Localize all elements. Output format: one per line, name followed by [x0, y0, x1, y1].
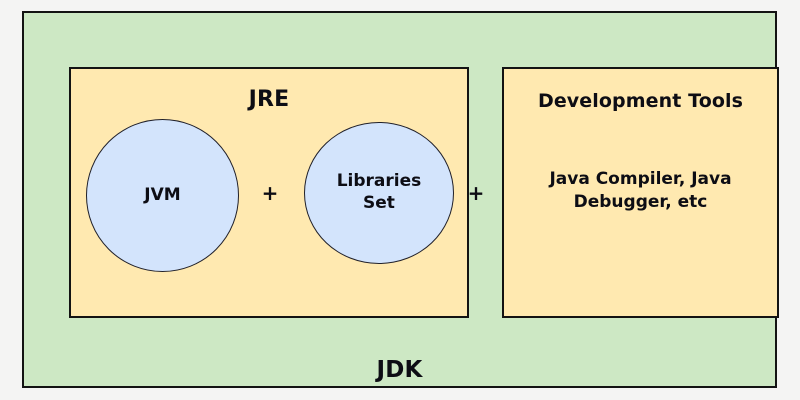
jdk-container: JRE JVM + Libraries Set + Development To…	[22, 11, 779, 388]
jvm-label: JVM	[144, 184, 181, 205]
development-tools-body-line1: Java Compiler, Java	[549, 169, 732, 189]
jre-container: JRE JVM + Libraries Set	[69, 67, 469, 318]
libraries-set-label-line1: Libraries	[336, 171, 422, 192]
development-tools-body: Java Compiler, Java Debugger, etc	[512, 168, 769, 213]
jvm-circle: JVM	[86, 119, 239, 272]
plus-operator-inner: +	[261, 181, 279, 205]
plus-operator-outer: +	[467, 181, 485, 205]
libraries-set-label: Libraries Set	[327, 171, 432, 215]
development-tools-container: Development Tools Java Compiler, Java De…	[502, 67, 779, 318]
libraries-set-circle: Libraries Set	[304, 122, 454, 264]
jre-label: JRE	[248, 87, 290, 112]
development-tools-title: Development Tools	[537, 90, 744, 112]
jdk-label: JDK	[376, 357, 423, 383]
development-tools-body-line2: Debugger, etc	[573, 191, 708, 212]
libraries-set-label-line2: Set	[363, 193, 395, 213]
